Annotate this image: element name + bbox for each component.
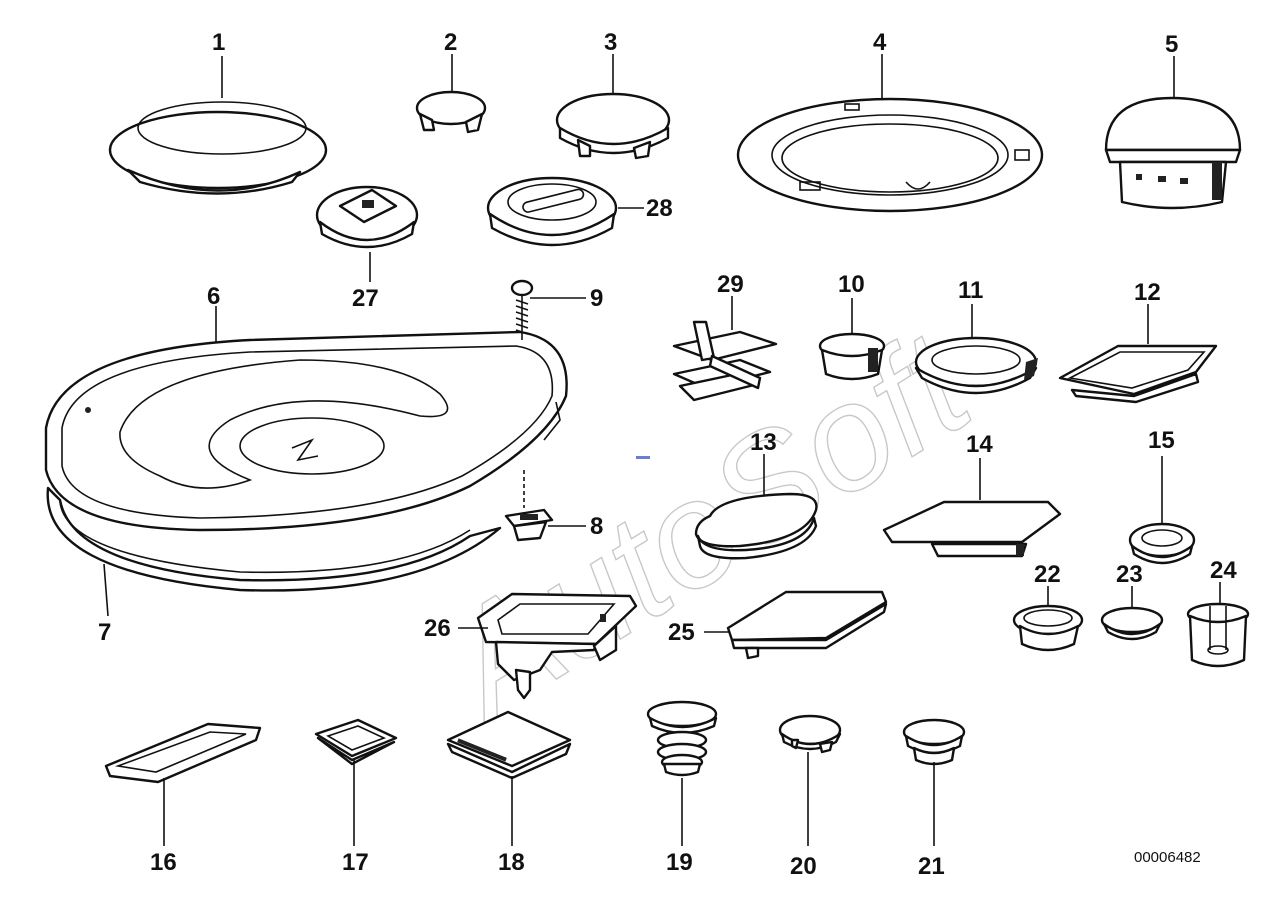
part-21-stepped-cap: [902, 718, 966, 766]
callout-19: 19: [666, 849, 693, 876]
part-10-cup-plug: [818, 332, 886, 381]
part-24-sleeve: [1186, 602, 1250, 668]
part-18-square-cover: [446, 710, 572, 780]
callout-10: 10: [838, 271, 865, 298]
part-19-ribbed-plug: [646, 700, 718, 777]
callout-12: 12: [1134, 279, 1161, 306]
part-23-flat-plug: [1100, 606, 1164, 641]
part-9-screw: [510, 279, 534, 340]
part-5-dome-plug: [1104, 96, 1242, 210]
part-20-snap-cap: [778, 714, 842, 754]
callout-18: 18: [498, 849, 525, 876]
callout-5: 5: [1165, 31, 1178, 58]
callout-13: 13: [750, 429, 777, 456]
part-8-clip-nut: [504, 470, 554, 542]
part-26-holder: [476, 592, 638, 700]
part-16-long-cover: [104, 722, 262, 784]
part-1-round-cap: [108, 101, 328, 195]
part-29-clip: [672, 320, 778, 402]
callout-28: 28: [646, 195, 673, 222]
part-2-small-cap: [415, 90, 487, 134]
marker: [636, 456, 650, 459]
callout-6: 6: [207, 283, 220, 310]
part-25-flat-plug: [726, 590, 888, 660]
diagram-ref-number: 00006482: [1134, 849, 1201, 866]
part-22-cup-plug: [1012, 604, 1084, 652]
part-11-ring-plug: [914, 336, 1038, 395]
part-4-flat-ring: [736, 97, 1044, 213]
callout-3: 3: [604, 29, 617, 56]
callout-7: 7: [98, 619, 111, 646]
callout-4: 4: [873, 29, 887, 56]
part-15-grommet: [1128, 522, 1196, 565]
callout-1: 1: [212, 29, 225, 56]
callout-9: 9: [590, 285, 603, 312]
callout-20: 20: [790, 853, 817, 880]
callout-15: 15: [1148, 427, 1175, 454]
part-12-rect-plug: [1058, 344, 1218, 404]
callout-17: 17: [342, 849, 369, 876]
callout-14: 14: [966, 431, 993, 458]
part-17-square-cover: [314, 718, 398, 766]
callout-26: 26: [424, 615, 451, 642]
callout-8: 8: [590, 513, 603, 540]
part-14-pent-plug: [882, 500, 1062, 558]
callout-22: 22: [1034, 561, 1061, 588]
part-13-oval-plug: [694, 492, 818, 560]
callout-2: 2: [444, 29, 457, 56]
callout-27: 27: [352, 285, 379, 312]
callout-24: 24: [1210, 557, 1237, 584]
callout-23: 23: [1116, 561, 1143, 588]
part-7-gasket: [46, 486, 502, 592]
callout-29: 29: [717, 271, 744, 298]
callout-16: 16: [150, 849, 177, 876]
part-3-medium-cap: [555, 92, 671, 160]
callout-25: 25: [668, 619, 695, 646]
part-27-square-grommet: [315, 185, 419, 249]
callout-11: 11: [958, 277, 983, 304]
part-28-slotted-grommet: [486, 176, 618, 247]
leader-7: [103, 563, 109, 617]
part-6-large-cover: [44, 330, 568, 532]
callout-21: 21: [918, 853, 945, 880]
